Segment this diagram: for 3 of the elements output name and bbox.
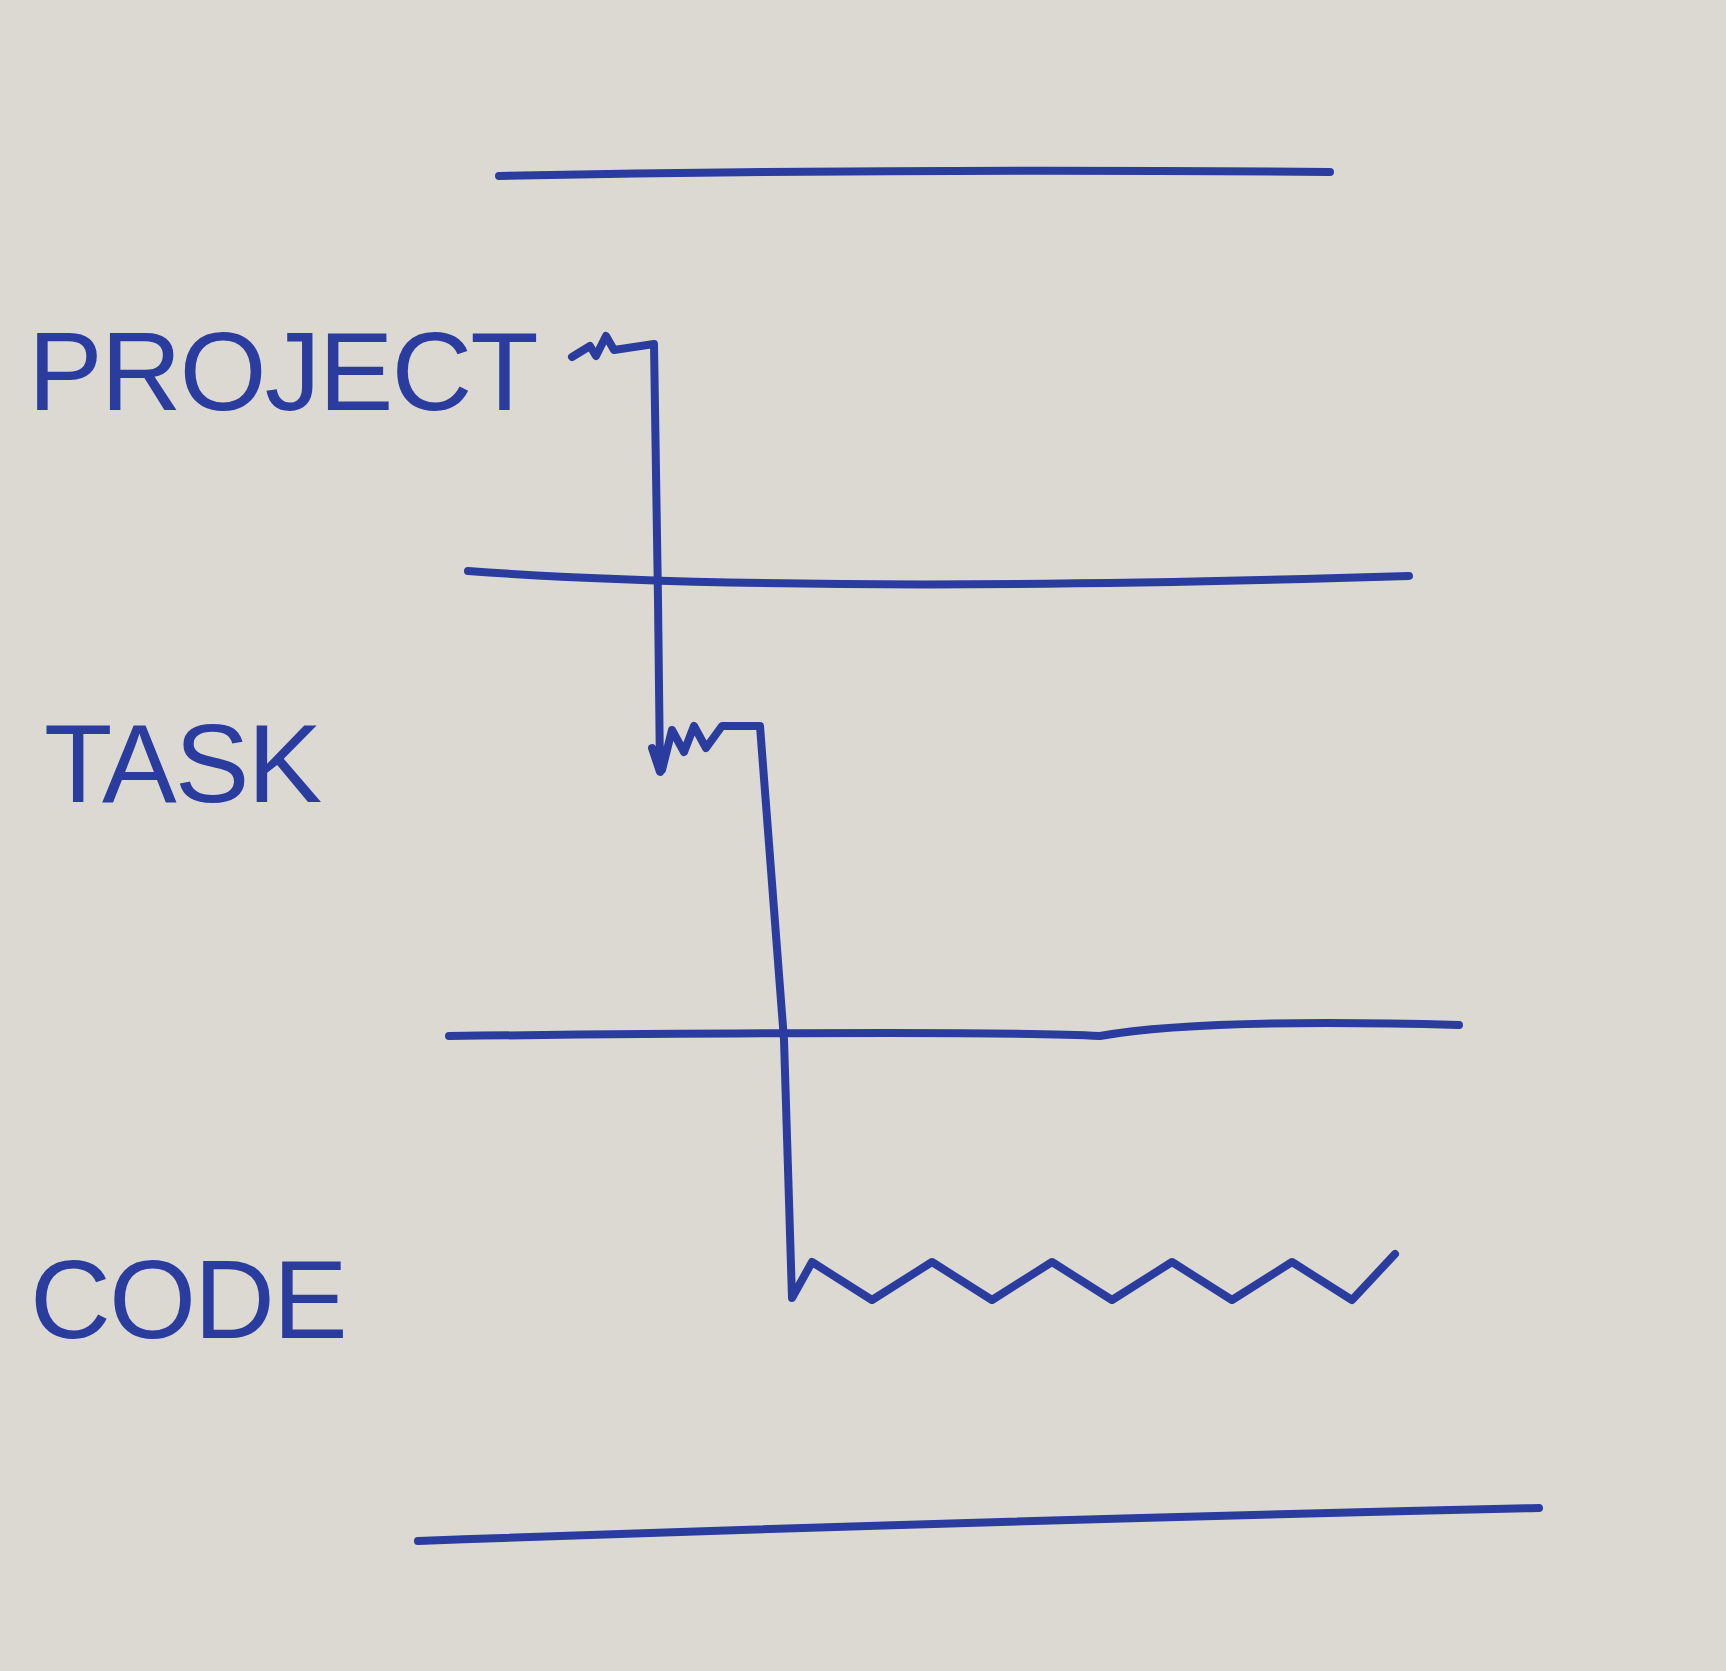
band-label: PROJECT (28, 316, 537, 428)
band-label: CODE (30, 1244, 346, 1356)
band-label: TASK (44, 708, 321, 820)
